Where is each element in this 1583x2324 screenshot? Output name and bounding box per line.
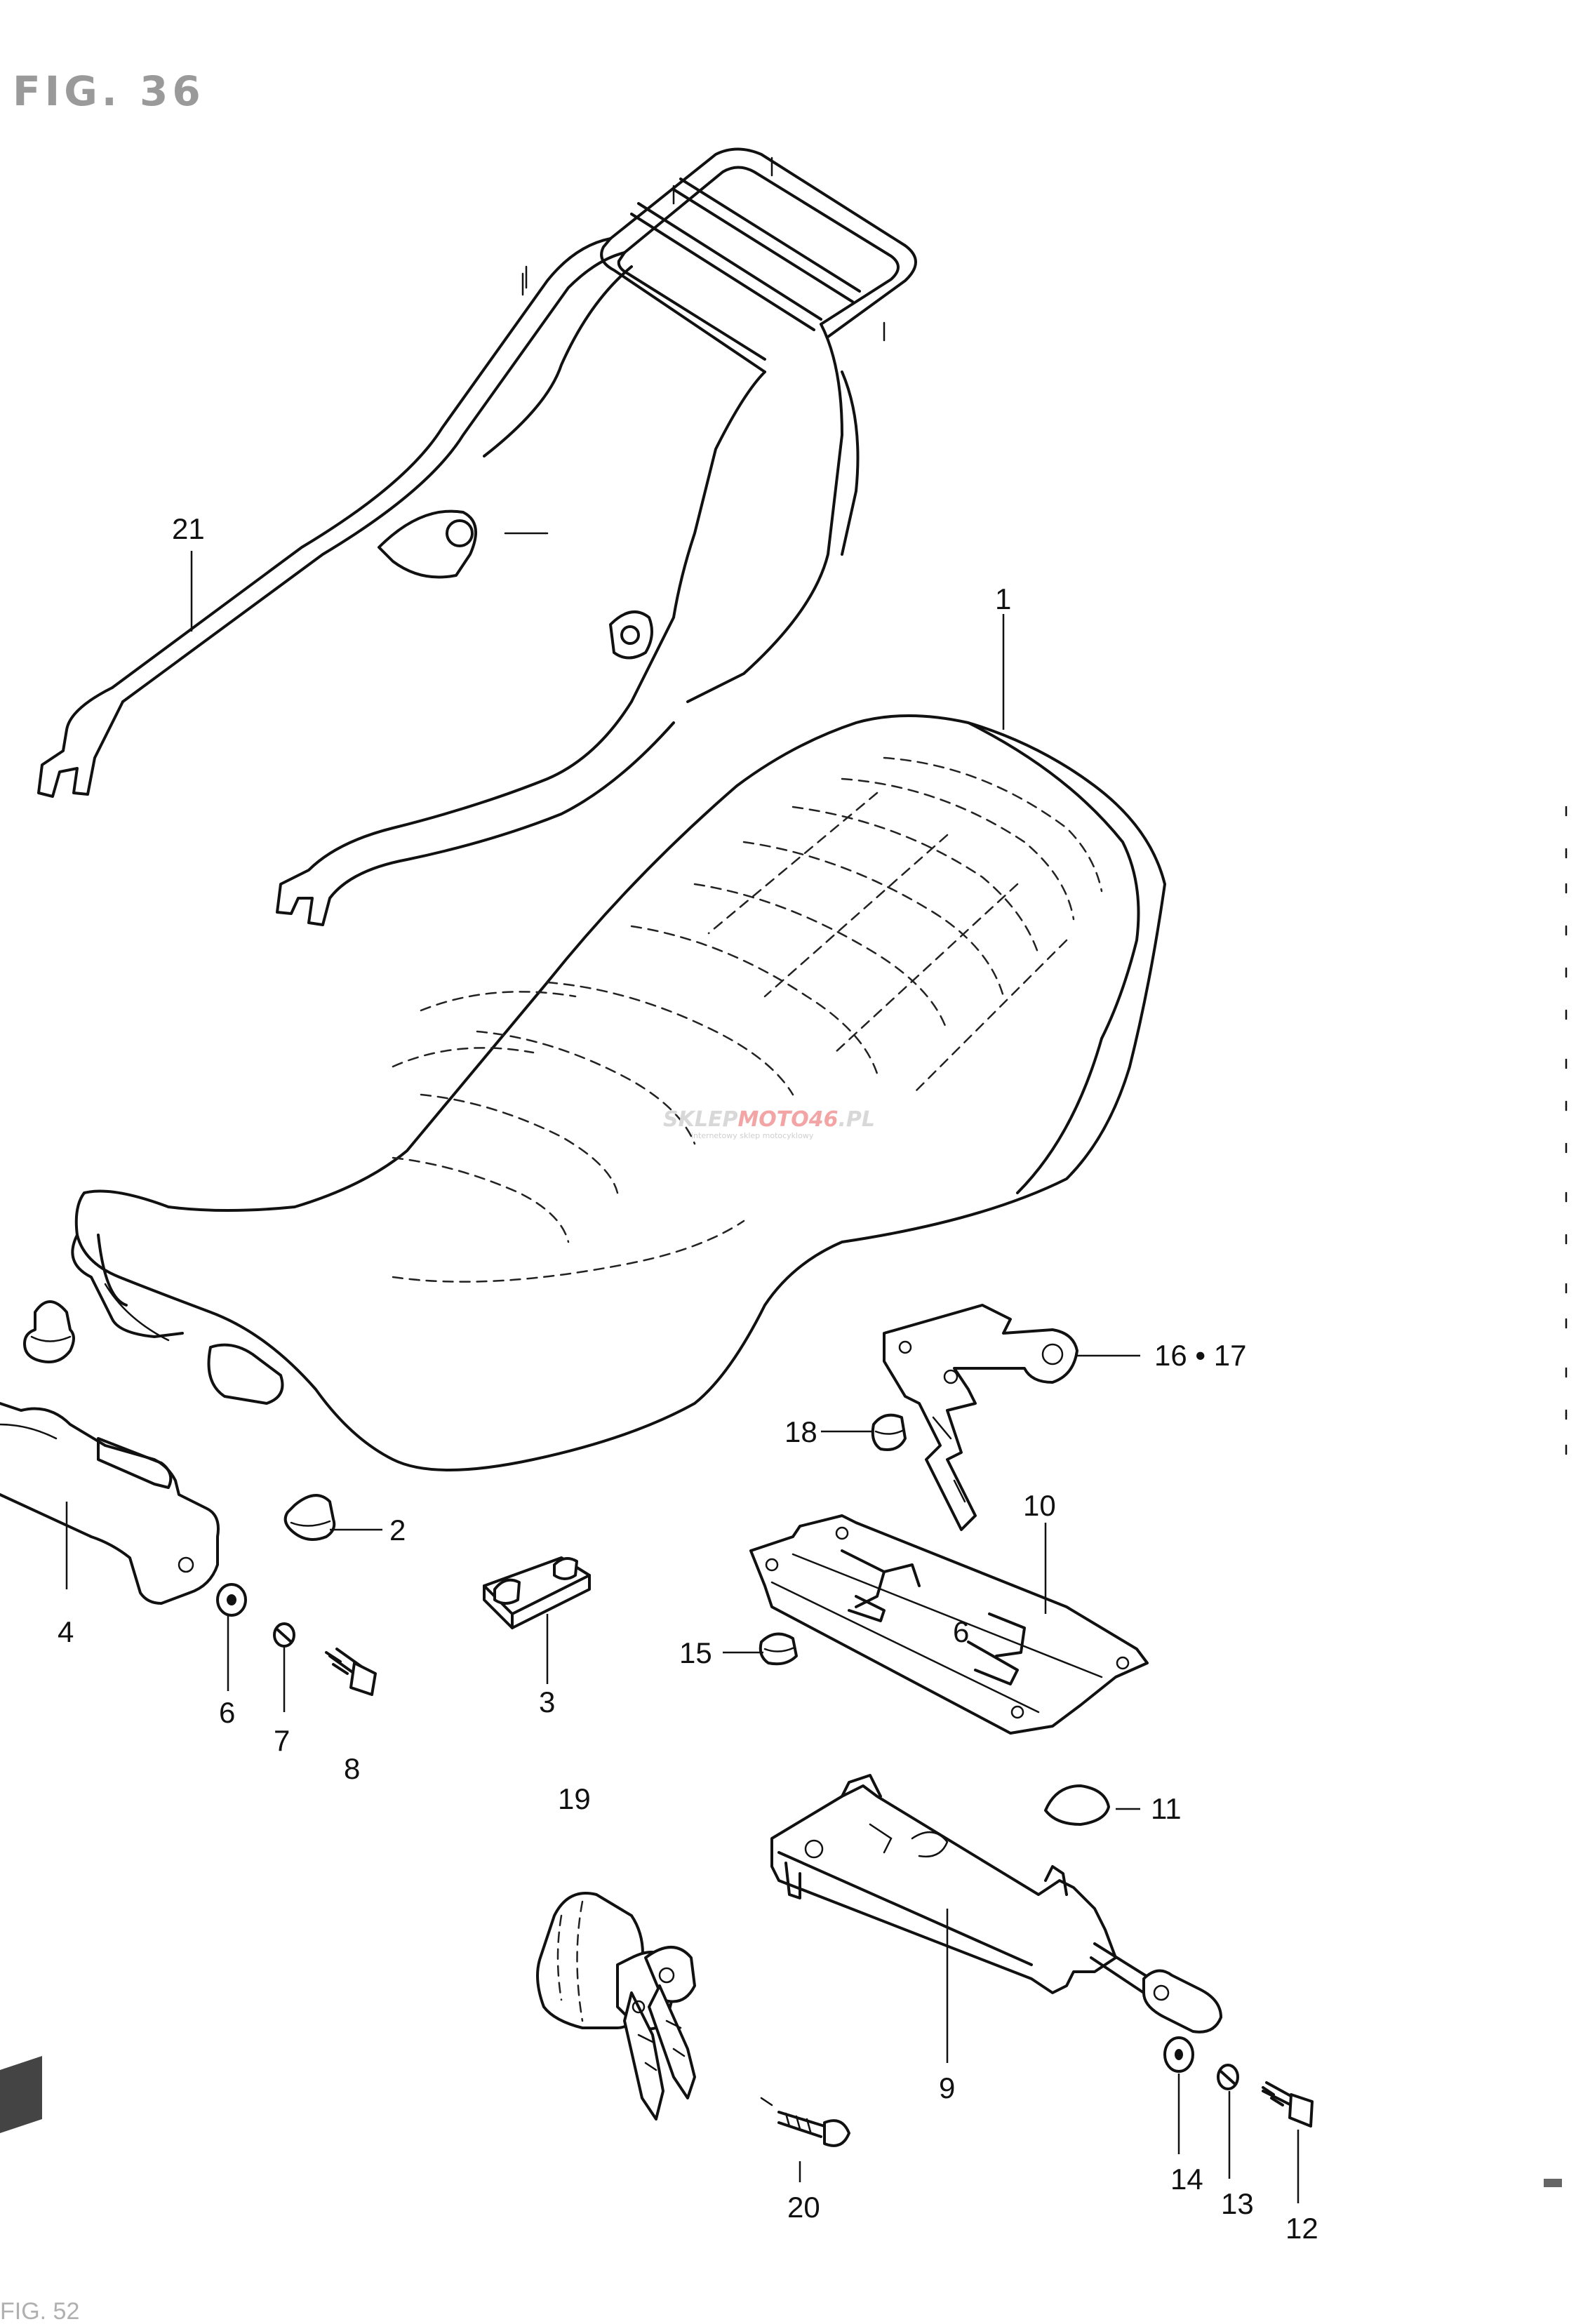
part-7-lock-washer [273,1622,295,1648]
callout-10: 10 [1023,1489,1056,1522]
part-8-bolt [325,1648,377,1696]
part-3-plate [483,1556,591,1629]
leader-lines [65,551,1300,2203]
callout-11: 11 [1151,1792,1182,1825]
edge-marks [0,806,1568,2187]
part-19-lock [536,1892,696,2121]
figure-title: FIG. 36 [13,67,205,115]
callout-7: 7 [274,1724,290,1757]
svg-text:SKLEPMOTO46.PL: SKLEPMOTO46.PL [663,1107,875,1132]
part-15-grommet [759,1632,798,1666]
watermark: SKLEPMOTO46.PL internetowy sklep motocyk… [663,1107,875,1140]
callout-16-17: 16 • 17 [1154,1339,1246,1372]
watermark-tagline: internetowy sklep motocyklowy [691,1131,814,1140]
callout-1: 1 [995,582,1011,615]
part-21-rack [37,147,917,926]
callout-8: 8 [344,1752,360,1785]
callout-18: 18 [784,1415,817,1448]
callout-3: 3 [539,1685,555,1718]
callout-20: 20 [787,2191,820,2224]
part-4-bracket [0,1402,220,1605]
part-1-seat [71,714,1166,1471]
part-14-washer [1163,2036,1194,2073]
part-10-plate: 6 [749,1514,1149,1735]
watermark-brand-suffix: .PL [839,1107,876,1132]
part-12-bolt [1262,2081,1314,2128]
part-9-bracket [770,1774,1222,2034]
callout-6: 6 [219,1696,235,1729]
watermark-brand-part2: MOTO46 [737,1107,838,1132]
callout-4: 4 [58,1615,74,1648]
callout-12: 12 [1285,2212,1318,2245]
part-2-cushion-lower [283,1494,336,1541]
callout-21: 21 [172,512,205,545]
part-18-grommet [871,1413,907,1451]
part-16-17-hook [883,1304,1078,1531]
part-13-lock-washer [1217,2064,1239,2090]
part-6-washer [216,1583,247,1617]
callout-9: 9 [939,2071,955,2104]
part-11-cap [1044,1784,1110,1826]
part-2-cushion-upper [23,1300,75,1363]
callout-19: 19 [558,1782,591,1815]
callout-2: 2 [389,1514,406,1547]
callout-13: 13 [1221,2187,1254,2220]
footer-text: FIG. 52 [0,2298,79,2324]
callout-14: 14 [1170,2163,1203,2196]
plate-mark: 6 [953,1615,969,1648]
part-20-screw [760,2097,850,2147]
callout-15: 15 [679,1636,712,1669]
watermark-brand-part1: SKLEP [663,1107,737,1132]
